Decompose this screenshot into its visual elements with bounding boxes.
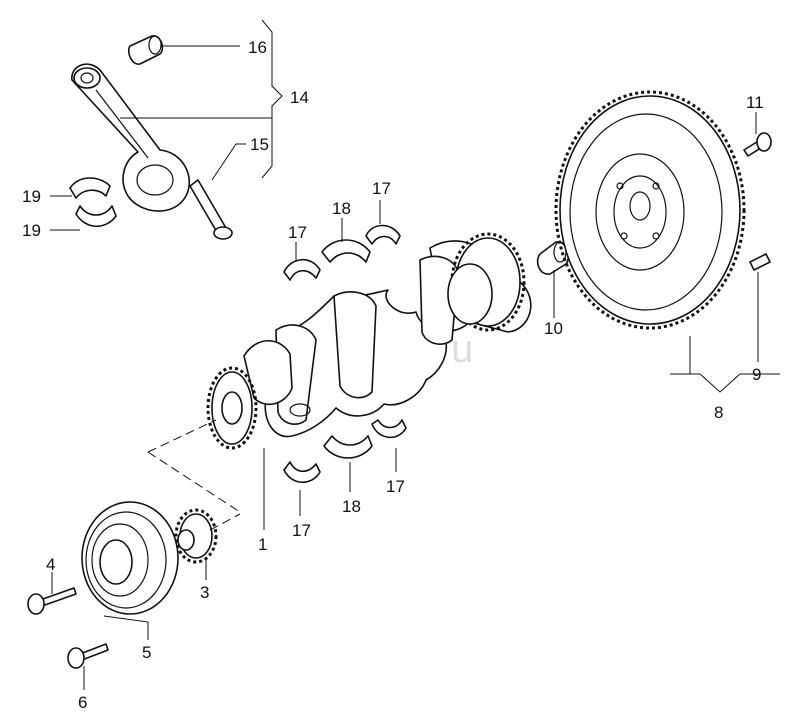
callout-17-top-right: 17	[372, 179, 391, 198]
dowel-pin	[749, 253, 771, 271]
pulley-bolt	[27, 587, 77, 615]
main-bearing-shell-lower	[323, 435, 373, 459]
small-end-bushing	[127, 35, 164, 65]
callout-14: 14	[290, 88, 309, 107]
callout-17-lower-left: 17	[292, 521, 311, 540]
callout-5: 5	[142, 643, 151, 662]
callout-19-upper: 19	[22, 187, 41, 206]
callout-11: 11	[746, 93, 764, 112]
callout-17-top-left: 17	[288, 223, 307, 242]
callout-15: 15	[250, 135, 269, 154]
callout-8: 8	[714, 403, 723, 422]
leader-lines	[50, 19, 780, 690]
thrust-washer-upper-left	[283, 258, 321, 281]
con-rod-bearing-shell-lower	[75, 205, 117, 228]
callout-10: 10	[544, 319, 563, 338]
callout-17-lower-right: 17	[386, 477, 405, 496]
con-rod-bearing-shell-upper	[69, 177, 111, 199]
thrust-washer-lower-left	[283, 461, 321, 484]
crankshaft-timing-sprocket	[206, 366, 258, 450]
flywheel	[554, 90, 746, 330]
main-bearing-shell-upper	[321, 239, 371, 263]
connecting-rod	[71, 63, 191, 212]
crankshaft-sprocket-small	[174, 508, 218, 564]
thrust-washer-lower-right	[371, 419, 407, 439]
con-rod-bolt	[189, 179, 233, 240]
callout-9: 9	[752, 365, 761, 384]
center-bolt	[67, 643, 109, 669]
callout-18-lower: 18	[342, 497, 361, 516]
callout-4: 4	[46, 555, 55, 574]
callout-18-top: 18	[332, 199, 351, 218]
vibration-damper-pulley	[81, 501, 179, 615]
alignment-line-pulley	[147, 419, 241, 531]
thrust-washer-upper-right	[365, 224, 401, 245]
pilot-bearing	[536, 241, 570, 275]
callout-19-lower: 19	[22, 221, 41, 240]
callout-3: 3	[200, 583, 209, 602]
callout-16: 16	[248, 38, 267, 57]
callout-6: 6	[78, 693, 87, 712]
flywheel-bolt	[743, 132, 772, 157]
callout-1: 1	[258, 535, 267, 554]
flywheel-end-gear	[447, 232, 526, 332]
